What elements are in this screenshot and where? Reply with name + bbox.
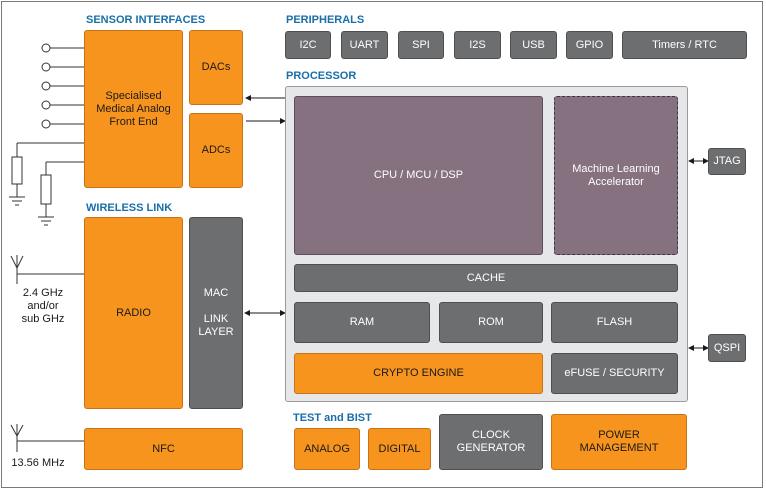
analog-front-end-block: Specialised Medical Analog Front End (84, 30, 183, 188)
peripheral-timers-rtc: Timers / RTC (622, 31, 747, 59)
nfc-block: NFC (84, 428, 243, 470)
antenna-symbols (10, 255, 84, 452)
resistor-symbols (9, 142, 84, 226)
efuse-security-block: eFUSE / SECURITY (551, 353, 678, 394)
jtag-block: JTAG (708, 148, 746, 175)
peripheral-usb: USB (510, 31, 557, 59)
crypto-engine-block: CRYPTO ENGINE (294, 353, 543, 394)
peripheral-spi: SPI (398, 31, 444, 59)
test-digital-block: DIGITAL (368, 428, 431, 470)
radio-block: RADIO (84, 217, 183, 409)
flash-block: FLASH (551, 302, 678, 343)
rom-block: ROM (439, 302, 543, 343)
dacs-block: DACs (189, 30, 243, 105)
adcs-block: ADCs (189, 113, 243, 188)
nfc-band-label: 13.56 MHz (11, 457, 65, 469)
peripheral-gpio: GPIO (566, 31, 613, 59)
bus-arrows (244, 95, 709, 351)
clock-generator-block: CLOCK GENERATOR (439, 414, 543, 470)
cpu-block: CPU / MCU / DSP (294, 96, 543, 255)
wireless-link-heading: WIRELESS LINK (86, 202, 173, 214)
ram-block: RAM (294, 302, 430, 343)
processor-heading: PROCESSOR (286, 70, 357, 82)
radio-band-label: 2.4 GHz and/or sub GHz (21, 287, 65, 325)
peripherals-heading: PERIPHERALS (286, 14, 365, 26)
sensor-interfaces-heading: SENSOR INTERFACES (86, 14, 206, 26)
sensor-input-pins (41, 43, 84, 129)
test-analog-block: ANALOG (294, 428, 360, 470)
peripheral-uart: UART (341, 31, 388, 59)
test-bist-heading: TEST and BIST (293, 412, 372, 424)
peripheral-i2s: I2S (454, 31, 501, 59)
peripheral-i2c: I2C (285, 31, 331, 59)
cache-block: CACHE (294, 264, 678, 292)
ml-accelerator-block: Machine Learning Accelerator (554, 96, 678, 255)
qspi-block: QSPI (708, 334, 746, 362)
mac-link-layer-block: MAC LINK LAYER (189, 217, 243, 409)
power-management-block: POWER MANAGEMENT (551, 414, 687, 470)
